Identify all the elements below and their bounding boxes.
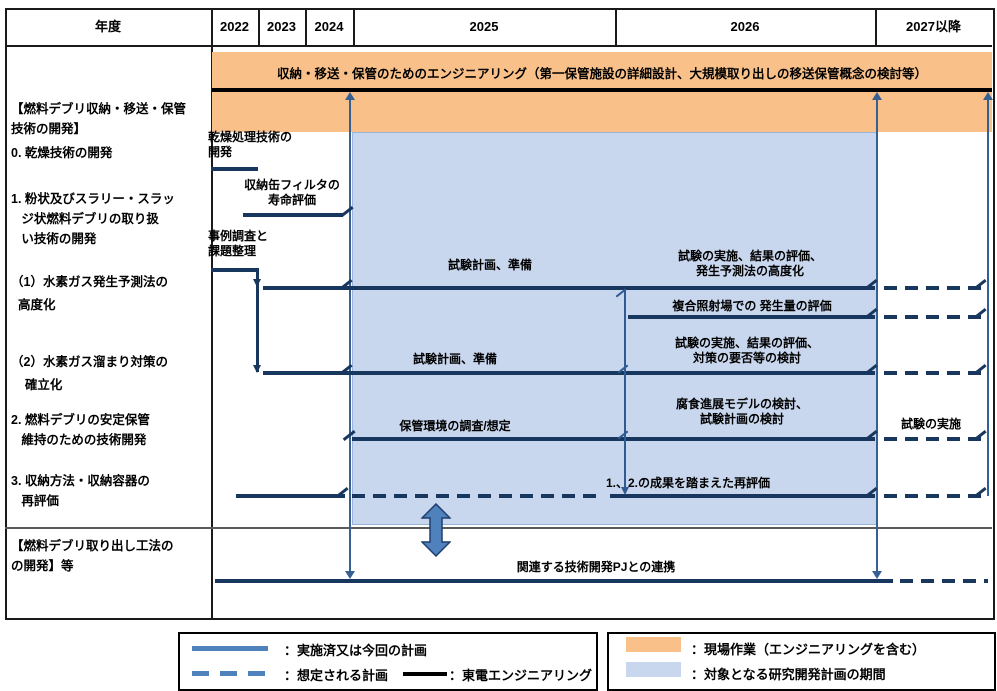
row-label-h2-countermeasure: （2）水素ガス溜まり対策の 確立化 <box>11 355 168 392</box>
task-bar-reevaluation-b <box>610 494 875 498</box>
connector-2026-to-reevaluation <box>624 289 626 487</box>
task-bar-irradiation-planned <box>884 315 984 319</box>
arrow-up-icon <box>344 92 355 100</box>
annotation-test-plan-1: 試験計画、準備 <box>447 258 533 272</box>
legend-dashed-line-swatch <box>192 671 270 676</box>
task-bar-storage-env <box>352 437 875 441</box>
header-grid-line <box>875 8 877 45</box>
header-cell-2022: 2022 <box>220 19 249 34</box>
header-grid-line <box>353 8 355 45</box>
header-cell-2026: 2026 <box>730 19 760 34</box>
header-cell-2024: 2024 <box>314 19 344 34</box>
row-label-h2-prediction: （1）水素ガス発生予測法の 高度化 <box>11 275 168 312</box>
annotation-test-plan-2: 試験計画、準備 <box>412 352 498 366</box>
arrow-down-icon <box>344 571 355 579</box>
legend-box-lines <box>178 632 598 691</box>
header-cell-year: 年度 <box>94 19 121 34</box>
task-bar-drying-tech <box>211 167 258 171</box>
legend-label-implemented: ：実施済又は今回の計画 <box>284 643 428 658</box>
header-grid-line <box>305 8 307 45</box>
arrow-down-icon <box>253 365 261 373</box>
legend-solid-line-swatch <box>192 646 268 651</box>
legend-label-tepco: ：東電エンジニアリング <box>449 668 593 683</box>
legend-orange-swatch <box>626 637 681 652</box>
flow-line-2027-start <box>876 99 878 571</box>
legend-label-rd-period: ：対象となる研究開発計画の期間 <box>691 667 886 682</box>
task-bar-h2-countermeasure-planned <box>884 371 984 375</box>
legend-label-assumed: ：想定される計画 <box>284 668 389 683</box>
task-bar-h2-prediction <box>263 286 875 290</box>
task-bar-reevaluation-a <box>236 494 345 498</box>
annotation-irradiation: 複合照射場での 発生量の評価 <box>672 299 832 313</box>
row-label-retrieval-method: 【燃料デブリ取り出し工法の の開発】等 <box>11 539 174 573</box>
task-bar-h2-prediction-planned <box>884 286 984 290</box>
legend-black-line-swatch <box>403 672 447 676</box>
task-bar-reevaluation-planned-right <box>884 494 984 498</box>
header-cell-2027: 2027以降 <box>906 19 961 34</box>
row-label-reevaluation: 3. 収納方法・収納容器の 再評価 <box>11 474 150 508</box>
task-bar-h2-countermeasure <box>263 371 875 375</box>
header-cell-2025: 2025 <box>469 19 499 34</box>
row-label-storage-transfer-dev: 【燃料デブリ収納・移送・保管 技術の開発】 <box>11 102 187 136</box>
header-bottom-line <box>5 45 992 47</box>
annotation-drying: 乾燥処理技術の 開発 <box>208 130 293 159</box>
arrow-up-icon <box>982 92 993 100</box>
arrow-up-icon <box>871 92 882 100</box>
header-grid-line <box>258 8 260 45</box>
annotation-test-exec-1: 試験の実施、結果の評価、 発生予測法の高度化 <box>677 249 823 278</box>
arrow-down-icon <box>871 571 882 579</box>
section-divider-line <box>5 527 992 529</box>
tepco-engineering-line <box>212 88 992 92</box>
field-work-band <box>212 52 992 132</box>
annotation-test-exec-2: 試験の実施、結果の評価、 対策の要否等の検討 <box>674 336 820 365</box>
row-label-drying-tech: 0. 乾燥技術の開発 <box>11 146 113 160</box>
table-outer-border <box>5 8 995 620</box>
header-grid-line <box>615 8 617 45</box>
task-bar-case-study <box>211 268 256 272</box>
header-cell-2023: 2023 <box>267 19 296 34</box>
annotation-reevaluation: 1.、2.の成果を踏まえた再評価 <box>606 476 771 490</box>
arrow-down-icon <box>253 279 261 287</box>
legend-label-field-work: ：現場作業（エンジニアリングを含む） <box>691 642 926 657</box>
flow-line-2025-start <box>349 99 351 571</box>
double-arrow-icon <box>421 503 451 557</box>
annotation-filter-life: 収納缶フィルタの 寿命評価 <box>244 178 340 207</box>
task-bar-irradiation <box>628 315 875 319</box>
row-label-stable-storage: 2. 燃料デブリの安定保管 維持のための技術開発 <box>11 413 150 447</box>
annotation-test-exec-3: 試験の実施 <box>900 417 962 431</box>
flow-line-right-edge <box>987 99 989 496</box>
task-bar-pj-collab-planned <box>900 579 988 583</box>
rd-period-region <box>352 132 877 525</box>
arrow-down-icon <box>620 487 629 495</box>
annotation-case-study: 事例調査と 課題整理 <box>208 229 269 258</box>
connector-case-study <box>256 268 259 372</box>
row-label-powder-slurry: 1. 粉状及びスラリー・スラッ ジ状燃料デブリの取り扱 い技術の開発 <box>11 192 175 246</box>
task-bar-reevaluation-planned-mid <box>352 494 604 498</box>
engineering-band-label: 収納・移送・保管のためのエンジニアリング（第一保管施設の詳細設計、大規模取り出し… <box>276 67 928 81</box>
task-bar-pj-collab <box>215 579 893 583</box>
task-bar-storage-test-planned <box>884 437 984 441</box>
annotation-corrosion: 腐食進展モデルの検討、 試験計画の検討 <box>675 397 809 426</box>
annotation-pj-collab: 関連する技術開発PJとの連携 <box>516 560 676 574</box>
task-bar-filter-life <box>243 213 343 217</box>
legend-blue-swatch <box>626 662 681 677</box>
annotation-storage-env: 保管環境の調査/想定 <box>399 419 511 433</box>
label-column-border <box>211 8 213 618</box>
